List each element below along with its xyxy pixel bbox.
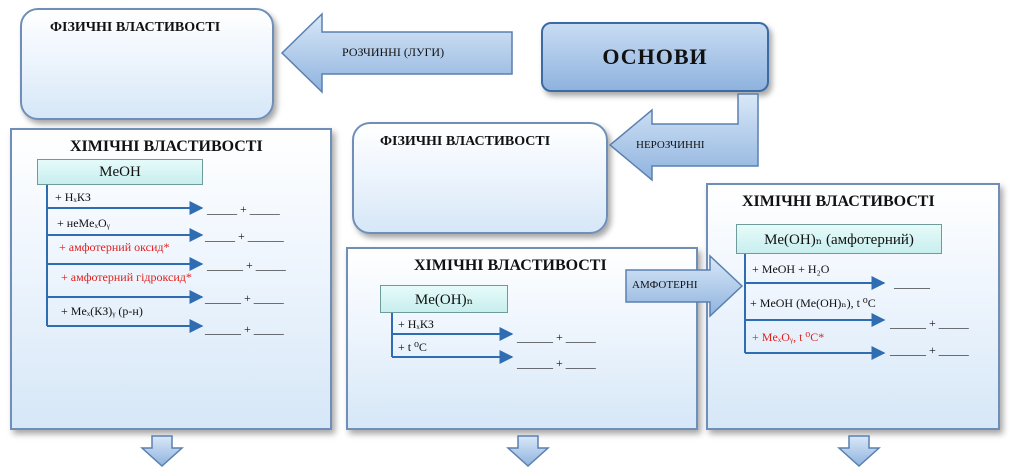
chemical-properties-insoluble-title: ХІМІЧНІ ВЛАСТИВОСТІ — [414, 257, 607, 274]
amphoteric-reaction-metal-oxide: + MeₓOᵧ, t ⁰C* — [752, 330, 825, 344]
insoluble-reaction-acid: + HₓКЗ — [398, 317, 434, 331]
insoluble-reaction-heat: + t ⁰C — [398, 340, 427, 354]
insoluble-arrow-icon — [608, 93, 759, 182]
down-arrow-middle-icon — [506, 435, 550, 468]
alkali-connector-lines — [46, 185, 204, 333]
alkali-blank-2: _____ + ______ — [205, 229, 284, 243]
insoluble-blank-1: ______ + _____ — [517, 330, 596, 344]
amphoteric-arrow-icon — [625, 254, 744, 318]
alkali-reaction-salt: + Meₓ(КЗ)ᵧ (р-н) — [61, 304, 143, 318]
alkali-blank-5: ______ + _____ — [205, 322, 284, 336]
down-arrow-right-icon — [837, 435, 881, 468]
insoluble-formula: Me(OH)ₙ — [414, 291, 474, 308]
amphoteric-connector-lines — [744, 254, 886, 360]
alkali-blank-1: _____ + _____ — [207, 202, 280, 216]
main-bases-title: ОСНОВИ — [602, 44, 708, 69]
amphoteric-reaction-alkali: + MeOH + H₂O — [752, 262, 830, 276]
insoluble-connector-lines — [391, 313, 514, 364]
soluble-arrow-icon — [280, 12, 513, 94]
insoluble-blank-2: ______ + _____ — [517, 356, 596, 370]
amphoteric-blank-3: ______ + _____ — [890, 343, 969, 357]
amphoteric-formula-box: Me(OH)ₙ (амфотерний) — [736, 224, 942, 254]
amphoteric-blank-2: ______ + _____ — [890, 316, 969, 330]
alkali-reaction-acid: + HₓКЗ — [55, 190, 91, 204]
amphoteric-reaction-alkali-heat: + MeOH (Me(OH)ₙ), t ⁰C — [750, 296, 876, 310]
down-arrow-left-icon — [140, 435, 184, 468]
alkali-formula-box: MeOH — [37, 159, 203, 185]
alkali-blank-3: ______ + _____ — [207, 258, 286, 272]
insoluble-arrow-label: НЕРОЗЧИННІ — [636, 139, 705, 151]
physical-properties-soluble-title: ФІЗИЧНІ ВЛАСТИВОСТІ — [50, 20, 221, 35]
physical-properties-insoluble-title: ФІЗИЧНІ ВЛАСТИВОСТІ — [380, 134, 551, 149]
chemical-properties-alkali-title: ХІМІЧНІ ВЛАСТИВОСТІ — [70, 138, 263, 155]
chemical-properties-amphoteric-title: ХІМІЧНІ ВЛАСТИВОСТІ — [742, 193, 935, 210]
alkali-reaction-nonmetal-oxide: + неMeₓOᵧ — [57, 216, 110, 230]
amphoteric-blank-1: ______ — [894, 276, 930, 290]
amphoteric-formula: Me(OH)ₙ (амфотерний) — [764, 231, 914, 248]
alkali-blank-4: ______ + _____ — [205, 291, 284, 305]
insoluble-formula-box: Me(OH)ₙ — [380, 285, 508, 313]
alkali-reaction-amphoteric-oxide: + амфотерний оксид* — [59, 240, 170, 254]
soluble-arrow-label: РОЗЧИННІ (ЛУГИ) — [342, 45, 445, 59]
amphoteric-arrow-label: АМФОТЕРНІ — [632, 279, 698, 291]
alkali-reaction-amphoteric-hydroxide: + амфотерний гідроксид* — [61, 270, 192, 284]
alkali-formula: MeOH — [99, 163, 141, 180]
physical-properties-insoluble-panel: ФІЗИЧНІ ВЛАСТИВОСТІ — [352, 122, 608, 234]
main-bases-box: ОСНОВИ — [541, 22, 769, 92]
physical-properties-soluble-panel: ФІЗИЧНІ ВЛАСТИВОСТІ — [20, 8, 274, 120]
